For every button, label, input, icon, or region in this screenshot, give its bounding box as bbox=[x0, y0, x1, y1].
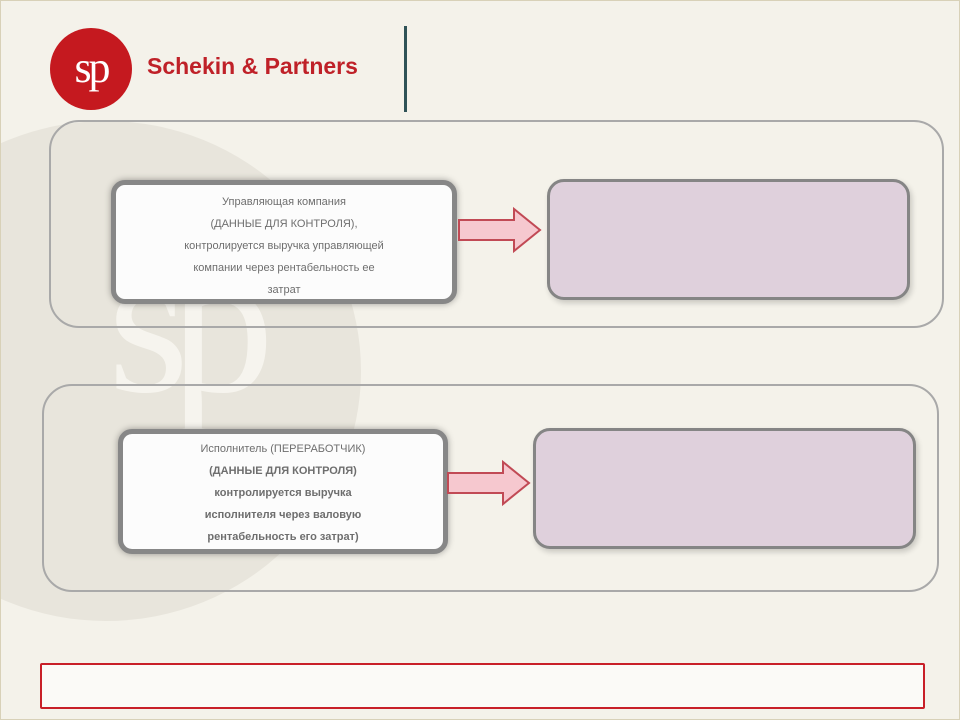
footer-box bbox=[40, 663, 925, 709]
brand-name: Schekin & Partners bbox=[147, 53, 358, 79]
lower-source-box: Исполнитель (ПЕРЕРАБОТЧИК) (ДАННЫЕ ДЛЯ К… bbox=[118, 429, 448, 554]
logo-monogram: sp bbox=[50, 28, 132, 110]
upper-source-line-4: компании через рентабельность ее bbox=[193, 262, 375, 274]
upper-source-line-2: (ДАННЫЕ ДЛЯ КОНТРОЛЯ), bbox=[210, 218, 358, 230]
lower-source-line-5: рентабельность его затрат) bbox=[207, 531, 359, 543]
lower-target-box bbox=[533, 428, 916, 549]
upper-target-box bbox=[547, 179, 910, 300]
upper-source-line-3: контролируется выручка управляющей bbox=[184, 240, 384, 252]
upper-panel bbox=[49, 120, 944, 328]
upper-arrow-icon bbox=[458, 206, 542, 254]
upper-source-line-5: затрат bbox=[267, 284, 301, 296]
upper-source-line-1: Управляющая компания bbox=[222, 196, 346, 208]
header-divider bbox=[404, 26, 407, 112]
lower-source-line-2: (ДАННЫЕ ДЛЯ КОНТРОЛЯ) bbox=[209, 465, 357, 477]
lower-source-line-1: Исполнитель (ПЕРЕРАБОТЧИК) bbox=[200, 443, 366, 455]
lower-source-line-3: контролируется выручка bbox=[214, 487, 352, 499]
lower-arrow-icon bbox=[447, 459, 531, 507]
lower-source-line-4: исполнителя через валовую bbox=[204, 509, 362, 521]
upper-source-box: Управляющая компания (ДАННЫЕ ДЛЯ КОНТРОЛ… bbox=[111, 180, 457, 304]
lower-panel bbox=[42, 384, 939, 592]
